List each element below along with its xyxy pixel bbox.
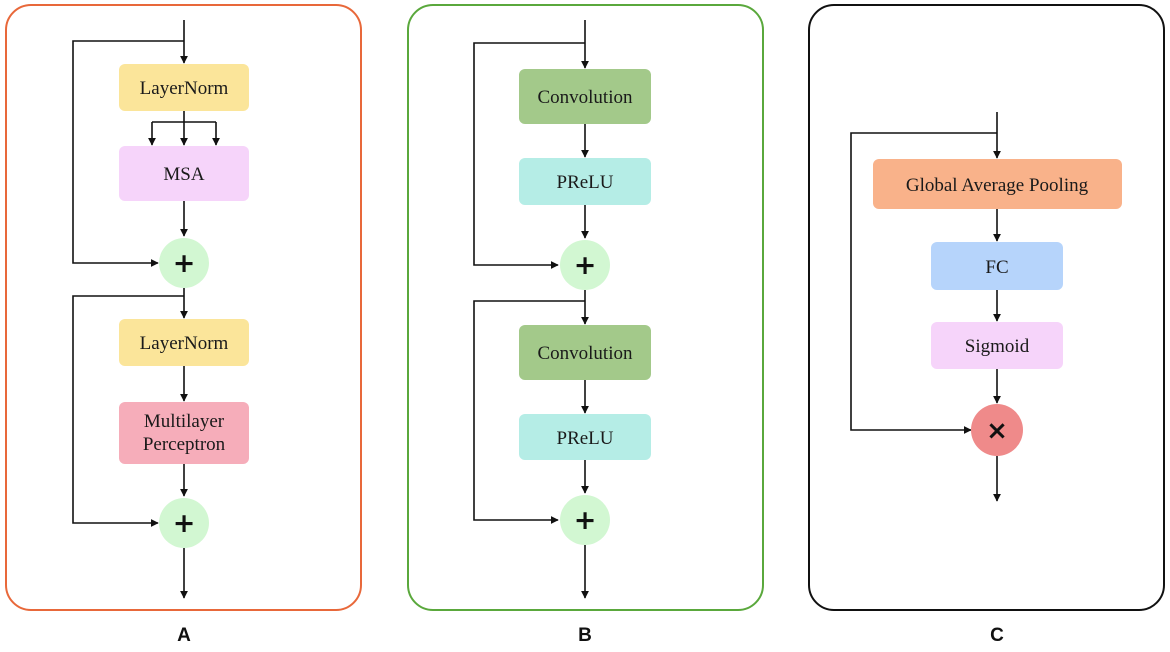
- panel-a-msa: MSA: [119, 146, 249, 201]
- panel-a-layernorm-1-label: LayerNorm: [140, 78, 229, 99]
- panel-c: Global Average Pooling FC Sigmoid × C: [808, 4, 1165, 646]
- panel-a-add-1: +: [159, 238, 209, 288]
- panel-a-connectors: [72, 20, 220, 599]
- panel-b-prelu-1-label: PReLU: [557, 172, 614, 193]
- panel-c-global-average-pooling-label: Global Average Pooling: [906, 175, 1089, 196]
- panel-b-prelu-2: PReLU: [519, 414, 651, 460]
- panel-a-add-1-symbol: +: [173, 248, 196, 279]
- panel-a: LayerNorm MSA + LayerNorm Multilayer Per…: [5, 4, 362, 646]
- panel-b-add-1: +: [560, 240, 610, 290]
- panel-b-connectors: [473, 20, 589, 599]
- panel-b-convolution-1-label: Convolution: [537, 87, 633, 108]
- panel-a-border: [5, 4, 362, 611]
- panel-b-convolution-2-label: Convolution: [537, 343, 633, 364]
- panel-b-prelu-1: PReLU: [519, 158, 651, 205]
- panel-c-multiply: ×: [971, 404, 1023, 456]
- panel-b: Convolution PReLU + Convolution PReLU + …: [407, 4, 764, 646]
- panel-a-mlp-label-line2: Perceptron: [143, 434, 226, 455]
- panel-b-convolution-2: Convolution: [519, 325, 651, 380]
- panel-a-layernorm-2: LayerNorm: [119, 319, 249, 366]
- panel-a-layernorm-1: LayerNorm: [119, 64, 249, 111]
- panel-c-border: [808, 4, 1165, 611]
- panel-b-prelu-2-label: PReLU: [557, 428, 614, 449]
- panel-b-add-2: +: [560, 495, 610, 545]
- panel-c-label: C: [990, 625, 1004, 646]
- panel-b-border: [407, 4, 764, 611]
- panel-b-add-1-symbol: +: [574, 250, 597, 281]
- panel-c-multiply-symbol: ×: [986, 416, 1008, 446]
- panel-b-convolution-1: Convolution: [519, 69, 651, 124]
- panel-c-sigmoid-label: Sigmoid: [965, 336, 1030, 357]
- panel-a-label: A: [177, 625, 191, 646]
- panel-a-layernorm-2-label: LayerNorm: [140, 333, 229, 354]
- panel-c-connectors: [850, 112, 1001, 502]
- panel-c-fc: FC: [931, 242, 1063, 290]
- panel-c-global-average-pooling: Global Average Pooling: [873, 159, 1122, 209]
- panel-c-fc-label: FC: [985, 257, 1008, 278]
- panel-a-mlp: Multilayer Perceptron: [119, 402, 249, 464]
- panel-a-add-2-symbol: +: [173, 508, 196, 539]
- panel-a-msa-label: MSA: [163, 164, 204, 185]
- panel-b-label: B: [578, 625, 592, 646]
- panel-b-add-2-symbol: +: [574, 505, 597, 536]
- panel-a-add-2: +: [159, 498, 209, 548]
- panel-a-mlp-label-line1: Multilayer: [144, 411, 225, 432]
- panel-c-sigmoid: Sigmoid: [931, 322, 1063, 369]
